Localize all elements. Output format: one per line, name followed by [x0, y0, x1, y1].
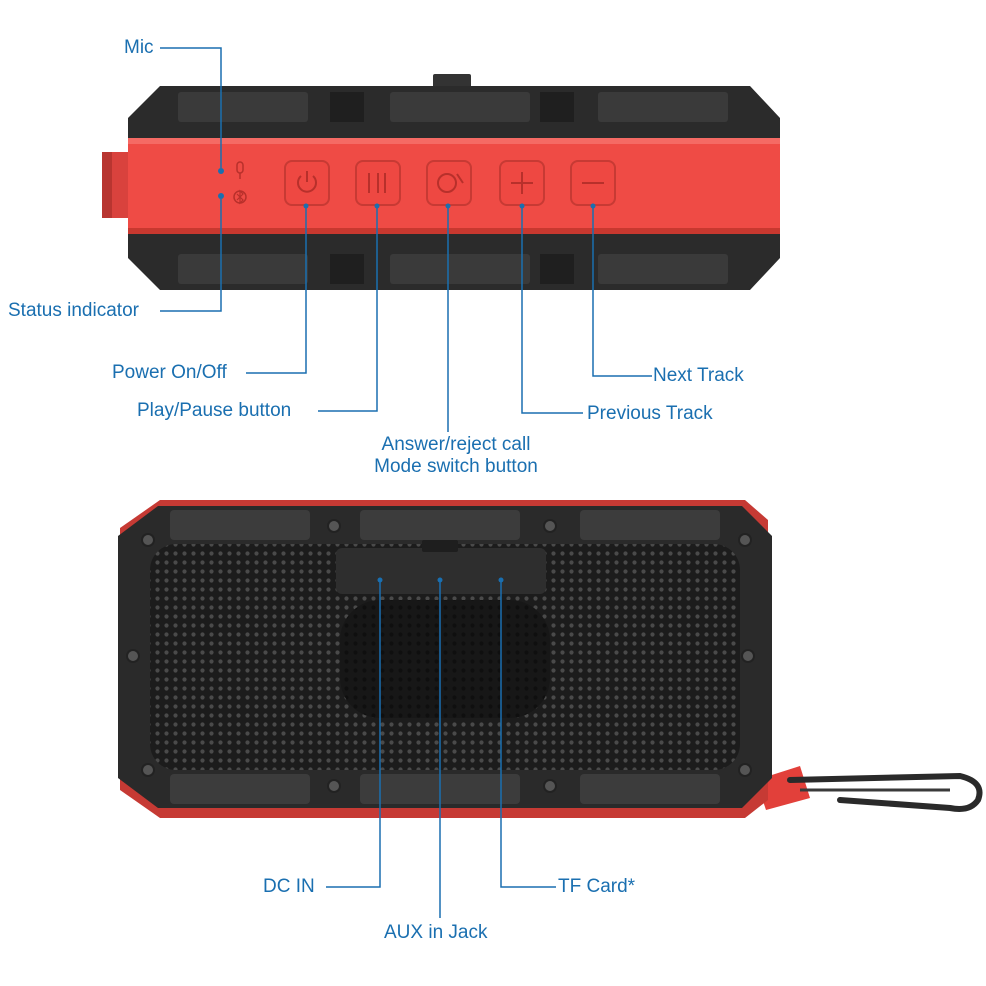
mic-dot: [218, 168, 224, 174]
plus-icon: [511, 172, 533, 194]
dc-in-label: DC IN: [263, 876, 315, 897]
answer-call-line1: Answer/reject call: [381, 434, 531, 455]
port-cover: [336, 548, 546, 594]
answer-call-button[interactable]: [426, 160, 472, 206]
mic-icon: [236, 161, 244, 179]
volume-down-button[interactable]: [570, 160, 616, 206]
status-indicator-label: Status indicator: [8, 300, 139, 321]
power-label: Power On/Off: [112, 362, 227, 383]
play-pause-button[interactable]: [355, 160, 401, 206]
next-track-label: Next Track: [653, 365, 744, 386]
grille-center: [340, 600, 550, 718]
speaker-front-view: [118, 500, 983, 818]
previous-track-label: Previous Track: [587, 403, 713, 424]
front-leader-lines: [326, 580, 556, 918]
status-leader: [160, 199, 222, 312]
prev-leader: [521, 206, 583, 414]
status-dot: [218, 193, 224, 199]
mic-label: Mic: [124, 37, 154, 58]
power-button[interactable]: [284, 160, 330, 206]
speaker-top-view: [102, 74, 780, 290]
power-icon: [297, 171, 317, 193]
top-tab: [433, 74, 471, 88]
screws: [126, 519, 755, 793]
play-pause-icon: [368, 173, 386, 193]
play-pause-label: Play/Pause button: [137, 400, 292, 421]
answer-call-label: Answer/reject call Mode switch button: [346, 434, 566, 478]
answer-call-line2: Mode switch button: [374, 456, 538, 477]
carabiner-hook: [787, 772, 983, 812]
dc-in-leader: [326, 580, 381, 888]
tf-card-label: TF Card*: [558, 876, 636, 897]
top-leader-lines: [160, 47, 652, 432]
front-leader-dots: [377, 577, 504, 583]
mic-leader: [160, 47, 222, 168]
top-leader-dots: [303, 203, 596, 209]
phone-icon: [437, 173, 464, 193]
tf-card-leader: [500, 580, 556, 888]
bluetooth-icon: [233, 189, 247, 205]
play-pause-leader: [318, 206, 378, 412]
aux-in-label: AUX in Jack: [384, 922, 488, 943]
volume-up-button[interactable]: [499, 160, 545, 206]
next-leader: [592, 206, 652, 377]
power-leader: [246, 206, 307, 374]
